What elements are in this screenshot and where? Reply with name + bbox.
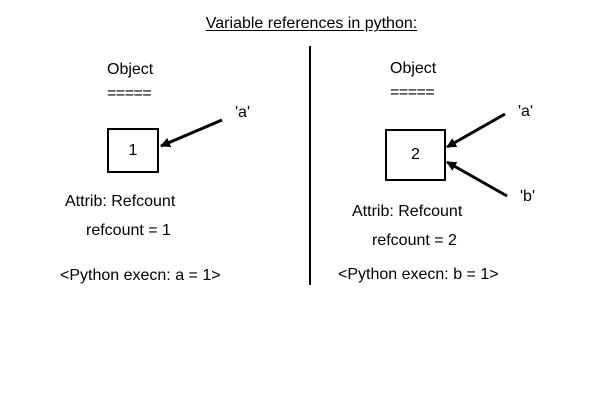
left-refcount-label: refcount = 1 xyxy=(86,222,171,239)
right-execution-label: <Python execn: b = 1> xyxy=(338,266,499,283)
right-attrib-label: Attrib: Refcount xyxy=(352,203,463,220)
right-object-label: Object xyxy=(390,60,437,77)
right-arrow-b xyxy=(446,160,508,198)
right-var-a-label: 'a' xyxy=(518,103,534,120)
right-var-b-label: 'b' xyxy=(520,188,536,205)
right-object-value: 2 xyxy=(411,146,420,163)
left-object-label: Object xyxy=(107,61,154,78)
right-arrow-a xyxy=(446,112,506,149)
left-execution-label: <Python execn: a = 1> xyxy=(60,267,221,284)
left-object-box: 1 xyxy=(107,128,159,173)
left-attrib-label: Attrib: Refcount xyxy=(65,193,176,210)
left-object-underline: ===== xyxy=(107,85,152,102)
right-refcount-label: refcount = 2 xyxy=(372,232,457,249)
left-object-value: 1 xyxy=(128,141,138,159)
left-var-a-label: 'a' xyxy=(235,104,251,121)
right-object-underline: ===== xyxy=(390,84,435,101)
diagram-title: Variable references in python: xyxy=(205,15,418,32)
right-object-box: 2 xyxy=(385,129,446,181)
left-arrow-a xyxy=(160,118,223,148)
